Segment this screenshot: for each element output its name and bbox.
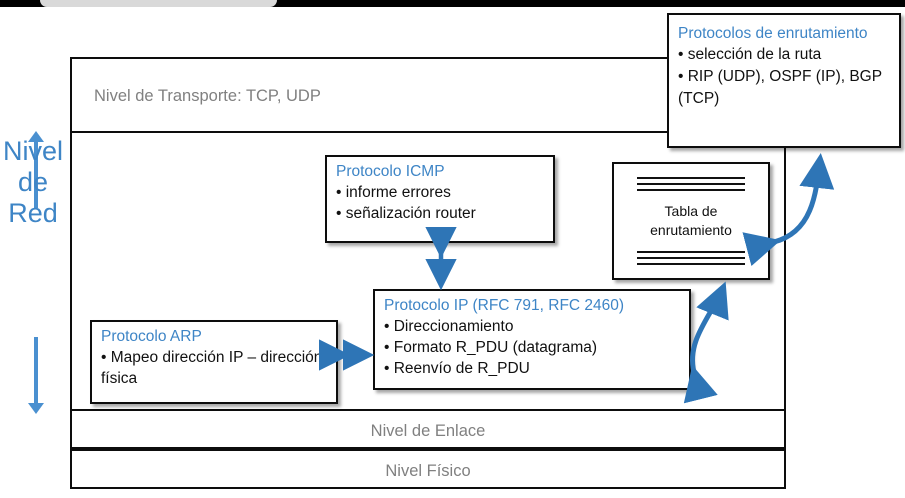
routing-table-caption-line-1: Tabla de bbox=[664, 203, 718, 219]
box-arp: Protocolo ARP • Mapeo dirección IP – dir… bbox=[90, 320, 338, 404]
layer-fisico-label: Nivel Físico bbox=[385, 462, 471, 480]
layer-enlace-label: Nivel de Enlace bbox=[370, 422, 486, 440]
box-arp-heading: Protocolo ARP bbox=[101, 328, 202, 345]
box-ip-heading: Protocolo IP (RFC 791, RFC 2460) bbox=[384, 297, 625, 314]
box-ip-item-1: • Direccionamiento bbox=[384, 318, 514, 335]
box-ip-item-3: • Reenvío de R_PDU bbox=[384, 360, 530, 377]
box-routing-protocols-item-2: • RIP (UDP), OSPF (IP), BGP (TCP) bbox=[678, 68, 882, 107]
span-arrow-head-up bbox=[28, 131, 44, 142]
box-routing-protocols-item-1: • selección de la ruta bbox=[678, 46, 822, 63]
span-arrow-line-up bbox=[34, 140, 38, 208]
nivel-de-red-line-1: Nivel bbox=[2, 136, 63, 166]
rule-line bbox=[637, 177, 745, 179]
rule-line bbox=[637, 257, 745, 259]
top-black-bar bbox=[0, 0, 905, 7]
box-icmp-item-1: • informe errores bbox=[336, 184, 451, 201]
rule-line bbox=[637, 183, 745, 185]
box-icmp-item-2: • señalización router bbox=[336, 205, 476, 222]
box-routing-protocols: Protocolos de enrutamiento • selección d… bbox=[667, 13, 901, 148]
rule-line bbox=[637, 189, 745, 191]
layer-enlace: Nivel de Enlace bbox=[70, 409, 786, 449]
top-notch bbox=[40, 0, 277, 7]
box-ip-item-2: • Formato R_PDU (datagrama) bbox=[384, 339, 598, 356]
box-routing-protocols-heading: Protocolos de enrutamiento bbox=[678, 25, 868, 42]
box-icmp-heading: Protocolo ICMP bbox=[336, 163, 445, 180]
routing-table-caption-line-2: enrutamiento bbox=[650, 222, 732, 238]
routing-table-rules-bottom bbox=[637, 247, 745, 269]
nivel-de-red-label: Nivel de Red bbox=[0, 136, 66, 229]
span-arrow-line-down bbox=[34, 337, 38, 405]
box-icmp: Protocolo ICMP • informe errores • señal… bbox=[325, 155, 555, 243]
routing-table-document: Tabla de enrutamiento bbox=[612, 162, 770, 280]
box-arp-item-1: • Mapeo dirección IP – dirección física bbox=[101, 349, 323, 387]
rule-line bbox=[637, 251, 745, 253]
rule-line bbox=[637, 263, 745, 265]
nivel-de-red-line-3: Red bbox=[8, 198, 58, 228]
box-ip: Protocolo IP (RFC 791, RFC 2460) • Direc… bbox=[373, 289, 691, 390]
layer-fisico: Nivel Físico bbox=[70, 449, 786, 489]
layer-transport-label: Nivel de Transporte: TCP, UDP bbox=[94, 87, 321, 105]
layer-transport: Nivel de Transporte: TCP, UDP bbox=[70, 57, 786, 133]
nivel-de-red-line-2: de bbox=[17, 167, 49, 197]
routing-table-rules-top bbox=[637, 173, 745, 195]
routing-table-caption: Tabla de enrutamiento bbox=[650, 202, 732, 240]
span-arrow-head-down bbox=[28, 403, 44, 414]
